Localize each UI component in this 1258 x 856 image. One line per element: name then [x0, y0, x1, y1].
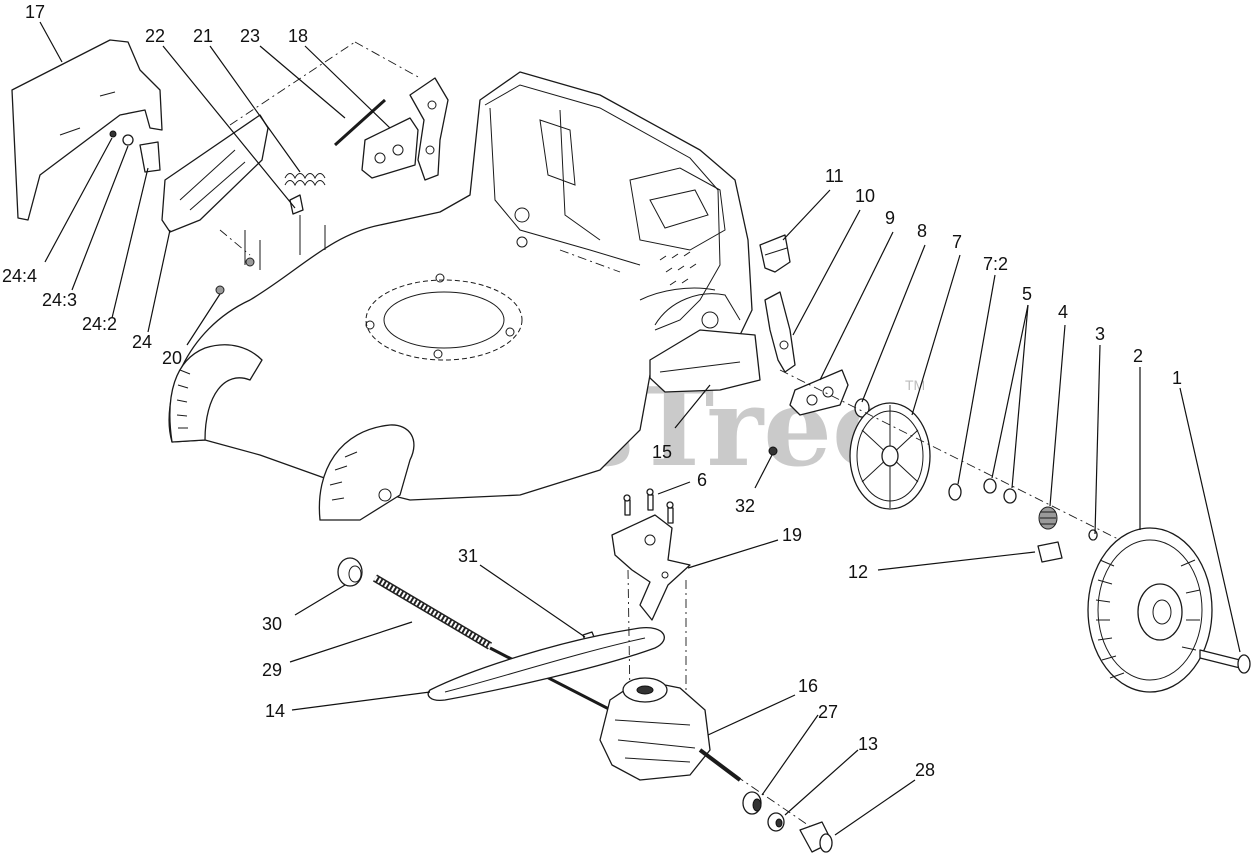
bearing-27 — [742, 791, 762, 815]
callout-27: 27 — [818, 702, 838, 722]
callout-24-2: 24:2 — [82, 314, 117, 334]
callout-29: 29 — [262, 660, 282, 680]
mower-deck — [168, 71, 753, 501]
callout-32: 32 — [735, 496, 755, 516]
bearing-30 — [337, 557, 363, 587]
callout-6: 6 — [697, 470, 707, 490]
callout-labels: 17 22 21 23 18 24:4 24:3 24:2 24 20 11 1… — [2, 2, 1182, 780]
callout-23: 23 — [240, 26, 260, 46]
callout-11: 11 — [825, 166, 844, 186]
rear-baffle — [649, 329, 761, 393]
callout-18: 18 — [288, 26, 308, 46]
rear-wheel — [1087, 527, 1213, 693]
callout-8: 8 — [917, 221, 927, 241]
drive-bracket — [611, 514, 691, 621]
callout-16: 16 — [798, 676, 818, 696]
callout-20: 20 — [162, 348, 182, 368]
pinion-28 — [799, 821, 833, 853]
callout-19: 19 — [782, 525, 802, 545]
output-centerline — [719, 764, 831, 841]
lever-bracket — [789, 369, 849, 416]
hinge-bracket — [109, 114, 269, 233]
callout-15: 15 — [652, 442, 672, 462]
callout-22: 22 — [145, 26, 165, 46]
callout-13: 13 — [858, 734, 878, 754]
callout-17: 17 — [25, 2, 45, 22]
callout-4: 4 — [1058, 302, 1068, 322]
callout-1: 1 — [1172, 368, 1182, 388]
front-right-wheel — [318, 424, 415, 521]
bracket-screws — [623, 488, 674, 524]
callout-5: 5 — [1022, 284, 1032, 304]
callout-9: 9 — [885, 208, 895, 228]
callout-28: 28 — [915, 760, 935, 780]
callout-21: 21 — [193, 26, 213, 46]
height-adjust-lever — [764, 291, 796, 373]
callout-7-2: 7:2 — [983, 254, 1008, 274]
washer-5a — [983, 478, 997, 494]
drive-belt — [427, 627, 665, 701]
bushing-13 — [767, 812, 785, 832]
rear-flap — [11, 39, 163, 221]
hinge-rod — [229, 41, 421, 147]
callout-2: 2 — [1133, 346, 1143, 366]
front-left-wheel — [169, 344, 263, 443]
pinion-gear — [1038, 506, 1058, 530]
callout-24-4: 24:4 — [2, 266, 37, 286]
washer-5b — [1003, 488, 1017, 504]
washer-7-2 — [948, 483, 962, 501]
callout-7: 7 — [952, 232, 962, 252]
axle-centerline — [779, 369, 1121, 541]
callout-10: 10 — [855, 186, 875, 206]
screws-left — [215, 229, 255, 295]
bushing — [1037, 541, 1063, 563]
torsion-spring — [284, 173, 326, 215]
height-adjust-bracket — [361, 77, 449, 181]
callout-24: 24 — [132, 332, 152, 352]
height-adjust-lever-knob — [759, 234, 791, 273]
leader-lines — [39, 21, 1241, 836]
bracket-centerlines — [627, 569, 687, 701]
callout-30: 30 — [262, 614, 282, 634]
callout-12: 12 — [848, 562, 868, 582]
transmission — [599, 677, 742, 782]
callout-14: 14 — [265, 701, 285, 721]
callout-3: 3 — [1095, 324, 1105, 344]
callout-31: 31 — [458, 546, 478, 566]
baffle-screw — [768, 446, 778, 456]
wheel-bolt — [1199, 649, 1251, 674]
e-ring — [1088, 529, 1098, 541]
wheel-hub-cover — [849, 402, 931, 510]
callout-24-3: 24:3 — [42, 290, 77, 310]
